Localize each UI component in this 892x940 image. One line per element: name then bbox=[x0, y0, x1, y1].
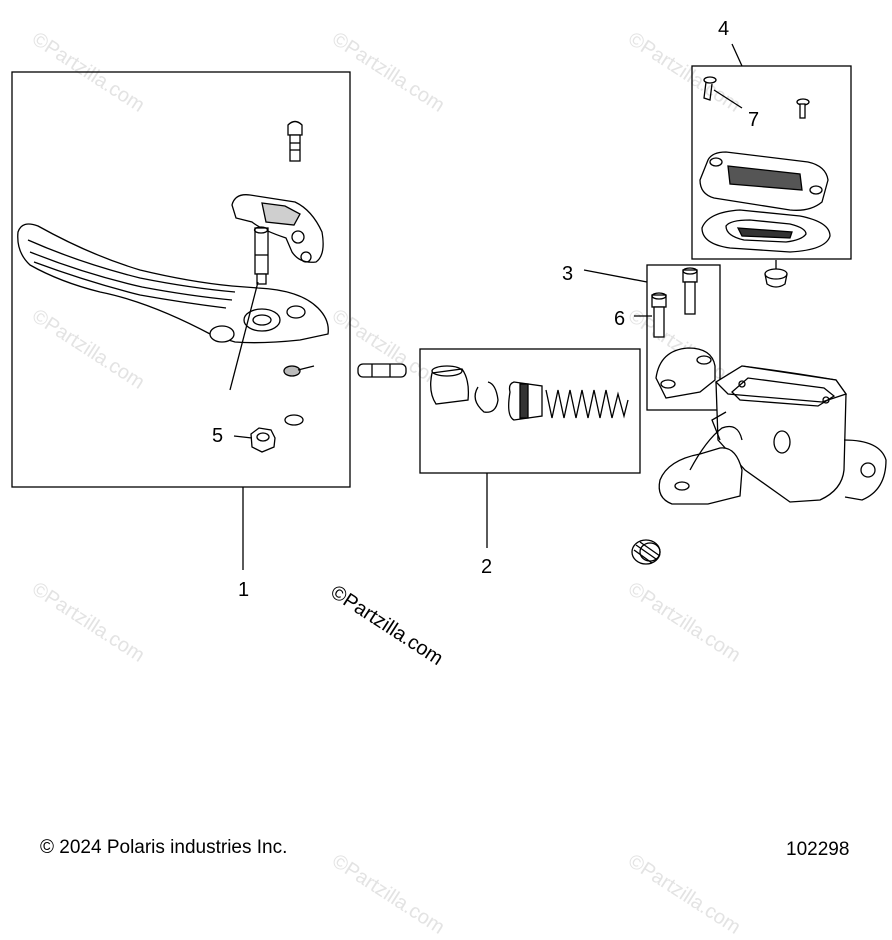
dust-boot bbox=[430, 365, 470, 405]
copyright-text: © 2024 Polaris industries Inc. bbox=[40, 837, 288, 858]
callout-5: 5 bbox=[212, 425, 224, 447]
parts-diagram: ©Partzilla.com ©Partzilla.com ©Partzilla… bbox=[11, 18, 887, 939]
master-cylinder-body bbox=[658, 365, 887, 505]
washer bbox=[284, 414, 304, 426]
leader-line-4 bbox=[731, 43, 743, 67]
cap-screw bbox=[796, 98, 810, 119]
callout-6: 6 bbox=[614, 308, 626, 330]
callout-2: 2 bbox=[481, 556, 493, 578]
leader-line-5 bbox=[229, 281, 259, 391]
clamp bbox=[655, 347, 716, 399]
group-box-1 bbox=[11, 71, 351, 488]
group-box-4 bbox=[691, 65, 852, 260]
circlip bbox=[474, 381, 499, 413]
lever-nut bbox=[250, 427, 276, 453]
reservoir-diaphragm bbox=[701, 209, 831, 253]
lever-bracket bbox=[231, 194, 324, 263]
reservoir-cover bbox=[699, 151, 829, 211]
push-rod bbox=[253, 226, 269, 285]
return-spring bbox=[545, 389, 629, 419]
leader-line-7 bbox=[713, 89, 743, 109]
group-box-2 bbox=[419, 348, 641, 474]
piston bbox=[508, 381, 543, 421]
callout-1: 1 bbox=[238, 579, 250, 601]
callout-3: 3 bbox=[562, 263, 574, 285]
cap-screw bbox=[703, 76, 717, 101]
pivot-bolt bbox=[287, 120, 303, 162]
small-pin bbox=[283, 365, 315, 377]
diagram-drawing bbox=[11, 43, 887, 570]
connecting-rod bbox=[357, 363, 407, 378]
brake-lever bbox=[17, 223, 329, 344]
clamp-bolt bbox=[682, 267, 698, 315]
clamp-bolt bbox=[651, 292, 667, 338]
leader-line-3 bbox=[583, 269, 648, 283]
diagram-number: 102298 bbox=[786, 839, 850, 860]
bleeder-cap bbox=[631, 539, 661, 565]
callout-7: 7 bbox=[748, 109, 760, 131]
sight-glass bbox=[764, 260, 788, 288]
group-box-3 bbox=[646, 264, 721, 411]
callout-4: 4 bbox=[718, 18, 730, 40]
